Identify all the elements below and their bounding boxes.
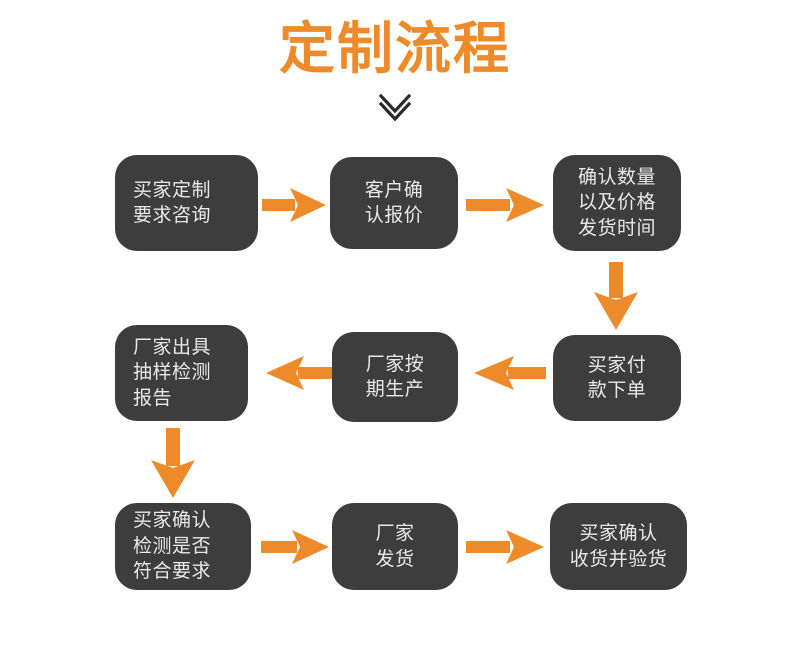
flow-node-n5[interactable]: 厂家按 期生产 xyxy=(332,332,458,422)
arrow-right-n1-n2 xyxy=(262,186,328,224)
flow-node-label: 厂家按 期生产 xyxy=(365,352,425,400)
flow-node-label: 客户确 认报价 xyxy=(364,178,424,226)
flow-node-label: 买家付 款下单 xyxy=(587,353,647,401)
arrow-right-n7-n8 xyxy=(261,528,331,566)
flow-node-n8[interactable]: 厂家 发货 xyxy=(332,503,458,590)
flow-node-label: 确认数量 以及价格 发货时间 xyxy=(577,165,656,239)
arrow-left-n5-n6 xyxy=(256,354,334,392)
arrow-right-n8-n9 xyxy=(466,528,546,566)
flow-node-n2[interactable]: 客户确 认报价 xyxy=(330,157,458,249)
flow-node-label: 买家确认 收货并验货 xyxy=(569,522,668,570)
chevron-down-icon xyxy=(0,92,790,122)
arrow-down-n3-n4 xyxy=(592,262,640,332)
flow-node-n1[interactable]: 买家定制 要求咨询 xyxy=(115,155,258,251)
arrow-left-n4-n5 xyxy=(466,354,546,392)
page-title: 定制流程 xyxy=(279,17,511,82)
arrow-down-n6-n7 xyxy=(149,428,197,500)
flow-node-label: 厂家出具 抽样检测 报告 xyxy=(133,335,212,409)
flow-node-label: 买家定制 要求咨询 xyxy=(133,178,212,226)
flow-node-label: 买家确认 检测是否 符合要求 xyxy=(133,509,212,583)
flow-node-label: 厂家 发货 xyxy=(375,522,415,570)
flow-node-n9[interactable]: 买家确认 收货并验货 xyxy=(550,503,687,590)
flow-node-n4[interactable]: 买家付 款下单 xyxy=(553,335,681,421)
flow-node-n7[interactable]: 买家确认 检测是否 符合要求 xyxy=(115,503,251,590)
arrow-right-n2-n3 xyxy=(466,186,546,224)
flow-node-n3[interactable]: 确认数量 以及价格 发货时间 xyxy=(553,155,681,251)
flow-node-n6[interactable]: 厂家出具 抽样检测 报告 xyxy=(115,325,248,421)
